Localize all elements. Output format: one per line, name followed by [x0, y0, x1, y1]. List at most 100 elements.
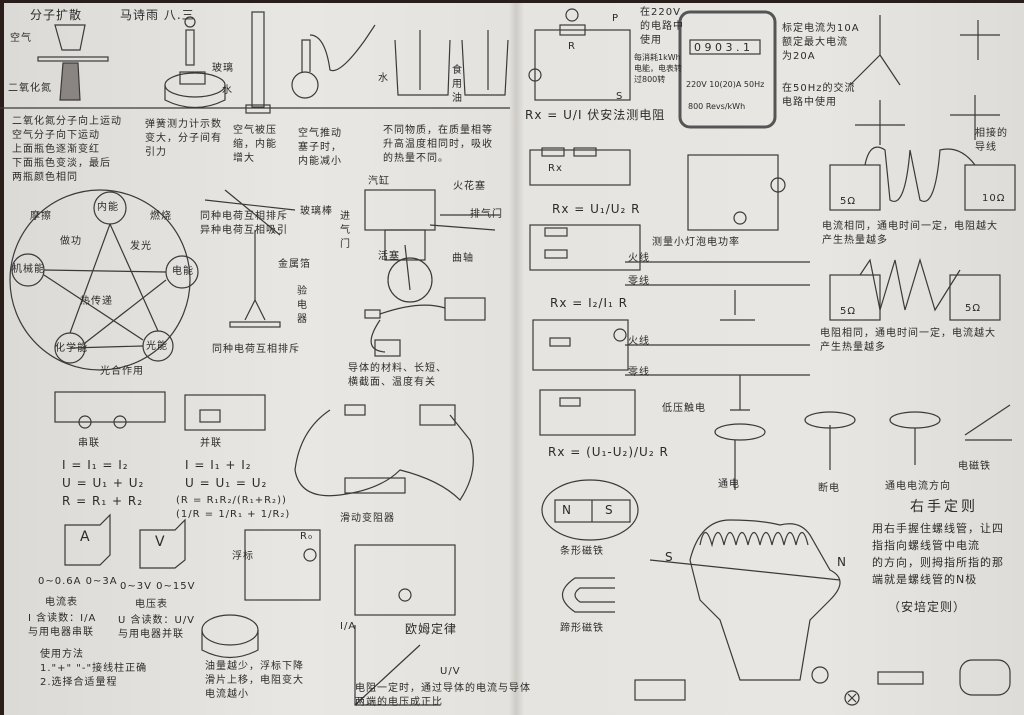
neutral-wire-label: 零线 — [628, 367, 650, 378]
piston-label: 活塞 — [378, 251, 400, 262]
energy-wheel — [9, 189, 199, 371]
magnet-n: N — [562, 503, 572, 517]
ohm-xaxis: U/V — [440, 666, 461, 677]
circuit-3 — [529, 224, 641, 271]
energy-chemical: 化学能 — [55, 343, 88, 354]
joule-note: 电流相同，通电时间一定，电阻越大 产生热量越多 — [822, 221, 998, 246]
joule-note: 电阻相同，通电时间一定，电流越大 产生热量越多 — [820, 328, 996, 353]
circuit-4 — [532, 319, 629, 371]
circuit-5 — [539, 389, 636, 436]
diffusion-note: 二氧化氮分子向上运动 空气分子向下运动 上面瓶色逐渐变红 下面瓶色变淡，最后 两… — [12, 116, 122, 183]
circuit-voltammetry — [528, 8, 631, 101]
charge-note: 同种电荷互相排斥 — [212, 344, 300, 355]
meter-note: 每消耗1kWh 电能，电表转 过800转 — [634, 53, 682, 84]
energy-link: 光合作用 — [100, 366, 144, 377]
resistance-formula: Rx = U₁/U₂ R — [552, 202, 641, 216]
electroscope — [204, 189, 296, 328]
meter-spec: 220V 10(20)A 50Hz — [686, 80, 765, 89]
ohm-graph — [354, 625, 440, 706]
energy-internal: 内能 — [97, 202, 119, 213]
ammeter-label: 电流表 — [45, 597, 78, 608]
electromagnet-label: 电磁铁 — [958, 461, 991, 472]
meter-usage: 使用方法 1."+" "-"接线柱正确 2.选择合适量程 — [40, 649, 148, 688]
power-title: 测量小灯泡电功率 — [652, 237, 740, 248]
ammeter-symbol: A — [80, 529, 93, 545]
exhaust-label: 排气门 — [470, 209, 503, 220]
lamp-power-circuit — [687, 154, 786, 231]
joule-boxes — [829, 146, 1016, 321]
rule-title: 右手定则 — [910, 499, 978, 515]
energy-light: 光能 — [146, 341, 168, 352]
magnet-s: S — [605, 503, 614, 517]
ohm-yaxis: I/A — [340, 621, 357, 632]
energy-link: 燃烧 — [150, 211, 172, 222]
live-wire-label: 火线 — [628, 253, 650, 264]
diffusion-bottles — [37, 24, 109, 101]
energy-link: 发光 — [130, 241, 152, 252]
meter-note: 在50Hz的交流 电路中使用 — [782, 83, 856, 108]
bottom-icons — [634, 659, 1011, 706]
series-circuit — [54, 391, 166, 429]
series-formula: U = U₁ + U₂ — [62, 476, 145, 490]
charge-rule: 同种电荷互相排斥 异种电荷互相吸引 — [200, 211, 288, 236]
ohm-note: 电阻一定时，通过导体的电流与导体 两端的电压成正比 — [355, 683, 531, 708]
ammeter-note: I 含读数：I/A 与用电器串联 — [28, 613, 97, 638]
float-label: 浮标 — [232, 551, 254, 562]
voltmeter-label: 电压表 — [135, 599, 168, 610]
push-note: 空气推动 塞子时， 内能减小 — [298, 128, 342, 167]
resistance-formula: Rx = U/I 伏安法测电阻 — [525, 108, 666, 122]
energy-mechanical: 机械能 — [12, 264, 45, 275]
parallel-title: 并联 — [200, 438, 222, 449]
ohm-circuit — [354, 544, 456, 616]
resistance-formula: Rx = I₂/I₁ R — [550, 296, 629, 310]
solenoid-n: N — [837, 555, 847, 569]
spring-note: 弹簧测力计示数 变大，分子间有 引力 — [145, 119, 222, 158]
live-wire-label: 火线 — [628, 336, 650, 347]
meter-reading: 0 9 0 3 . 1 — [694, 41, 750, 54]
rod-label: 玻璃棒 — [300, 206, 333, 217]
fuel-gauge — [201, 529, 321, 659]
resistance-formula: Rx = (U₁-U₂)/U₂ R — [548, 445, 669, 459]
rheostat-label: 滑动变阻器 — [340, 513, 395, 524]
energy-link: 热传递 — [80, 296, 113, 307]
compress-note: 空气被压 缩，内能 增大 — [233, 125, 277, 164]
no2-label: 二氧化氮 — [8, 83, 52, 94]
intake-label: 进气门 — [340, 211, 351, 250]
switch-label: S — [616, 91, 624, 102]
neutral-wire-label: 零线 — [628, 276, 650, 287]
ammeter-range: 0~0.6A 0~3A — [38, 576, 118, 587]
power-on-label: 通电 — [718, 479, 740, 490]
rule-alt: （安培定则） — [888, 600, 967, 614]
water2-label: 水 — [378, 73, 389, 84]
voltmeter-note: U 含读数：U/V 与用电器并联 — [118, 615, 196, 640]
meter-note: 标定电流为10A 额定最大电流 为20A — [782, 23, 860, 62]
gauge-note: 油量越少，浮标下降 滑片上移，电阻变大 电流越小 — [205, 661, 304, 700]
meter-revs: 800 Revs/kWh — [688, 102, 746, 111]
household-wires — [625, 261, 810, 411]
wire-note: 导体的材料、长短、 横截面、温度有关 — [348, 363, 447, 388]
horseshoe-magnet — [561, 577, 615, 613]
solenoid-s: S — [665, 550, 674, 564]
parallel-circuit — [184, 394, 266, 431]
meter-boxes — [64, 513, 186, 569]
r0-label: R₀ — [300, 531, 313, 542]
voltmeter-range: 0~3V 0~15V — [120, 581, 196, 592]
rule-body: 用右手握住螺线管，让四 指指向螺线管中电流 的方向，则拇指所指的那 端就是螺线管… — [872, 522, 1004, 586]
power-off-label: 断电 — [818, 483, 840, 494]
wire-resistance-apparatus — [364, 297, 486, 357]
rx-label: Rx — [548, 163, 563, 174]
author-name: 马诗雨 八.三 — [120, 8, 195, 22]
wire-joints — [849, 15, 1000, 145]
beakers — [394, 30, 509, 96]
foil-label: 金属箔 — [278, 259, 311, 270]
resistor-label: R — [568, 41, 576, 52]
low-voltage-label: 低压触电 — [662, 403, 706, 414]
spark-label: 火花塞 — [453, 181, 486, 192]
horseshoe-magnet-label: 蹄形磁铁 — [560, 623, 604, 634]
resistor-5-label: 5Ω — [840, 306, 857, 317]
compass-demos — [714, 404, 1012, 490]
parallel-formula: I = I₁ + I₂ — [185, 458, 252, 472]
resistor-5-label: 5Ω — [840, 196, 857, 207]
compression-tube — [245, 11, 271, 114]
